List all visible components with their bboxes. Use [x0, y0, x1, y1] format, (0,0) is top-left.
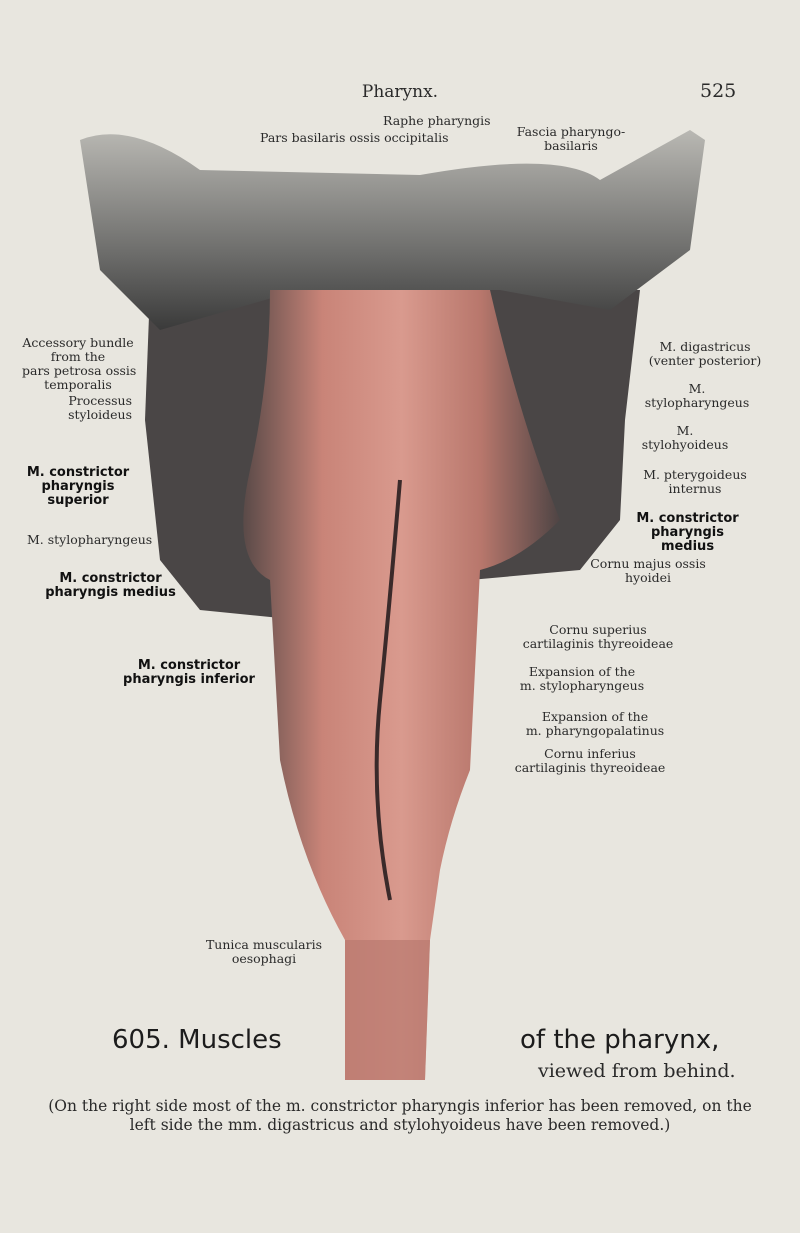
- label-line: pharyngis: [41, 479, 115, 494]
- label-line: stylopharyngeus: [644, 395, 750, 410]
- label-line: hyoidei: [624, 570, 672, 585]
- label-digastricus: M. digastricus (venter posterior): [645, 340, 765, 368]
- label-line: Processus: [68, 393, 132, 408]
- label-cornu-majus: Cornu majus ossis hyoidei: [583, 557, 713, 585]
- figure-caption-right: of the pharynx,: [520, 1025, 720, 1055]
- label-line: Accessory bundle: [22, 335, 134, 350]
- figure-caption-sub: viewed from behind.: [538, 1060, 736, 1082]
- label-line: M. constrictor: [636, 511, 739, 526]
- label-line: pharyngis inferior: [123, 672, 255, 687]
- label-line: internus: [668, 481, 722, 496]
- label-stylopharyngeus-left: M. stylopharyngeus: [27, 532, 153, 547]
- label-line: cartilaginis thyreoideae: [522, 636, 674, 651]
- label-line: Fascia pharyngo-: [516, 124, 626, 139]
- figure-note: (On the right side most of the m. constr…: [48, 1097, 752, 1134]
- label-expansion-stylopharyngeus: Expansion of the m. stylopharyngeus: [512, 665, 652, 693]
- raphe-line: [374, 479, 402, 901]
- label-constrictor-superior: M. constrictor pharyngis superior: [22, 466, 134, 508]
- label-stylohyoideus: M. stylohyoideus: [630, 424, 740, 452]
- running-title: Pharynx.: [361, 82, 439, 102]
- pharyngeal-muscles: [243, 290, 561, 1080]
- esophagus: [345, 940, 430, 1080]
- label-line: temporalis: [44, 377, 112, 392]
- label-line: M. pterygoideus: [643, 467, 747, 482]
- label-line: Tunica muscularis: [205, 937, 323, 952]
- label-accessory-bundle: Accessory bundle from the pars petrosa o…: [22, 335, 137, 392]
- page-number: 525: [700, 80, 737, 102]
- label-line: styloideus: [68, 407, 132, 422]
- label-line: Cornu inferius: [544, 746, 636, 761]
- label-line: basilaris: [544, 138, 598, 153]
- label-pars-basilaris: Pars basilaris ossis occipitalis: [260, 130, 449, 145]
- label-line: pharyngis medius: [45, 585, 176, 600]
- label-raphe: Raphe pharyngis: [383, 113, 491, 128]
- label-line: pharyngis: [651, 525, 724, 540]
- label-line: M.: [688, 381, 706, 396]
- label-fascia: Fascia pharyngo- basilaris: [515, 125, 627, 153]
- label-line: M. constrictor: [137, 658, 241, 673]
- label-line: cartilaginis thyreoideae: [514, 760, 666, 775]
- figure-caption-left: 605. Muscles: [112, 1025, 282, 1055]
- label-line: superior: [47, 493, 109, 508]
- label-line: Cornu majus ossis: [590, 556, 706, 571]
- label-constrictor-medius-right: M. constrictor pharyngis medius: [630, 512, 745, 554]
- label-line: M. constrictor: [26, 465, 130, 480]
- label-line: M. digastricus: [659, 339, 751, 354]
- label-line: Cornu superius: [549, 622, 647, 637]
- label-line: stylohyoideus: [641, 437, 729, 452]
- label-processus-styloideus: Processus styloideus: [40, 394, 132, 422]
- label-line: medius: [660, 539, 715, 554]
- label-cornu-superius: Cornu superius cartilaginis thyreoideae: [513, 623, 683, 651]
- label-line: (venter posterior): [648, 353, 762, 368]
- label-line: m. pharyngopalatinus: [525, 723, 665, 738]
- label-pterygoideus: M. pterygoideus internus: [640, 468, 750, 496]
- label-line: M.: [676, 423, 694, 438]
- label-line: oesophagi: [231, 951, 297, 966]
- label-line: m. stylopharyngeus: [519, 678, 645, 693]
- label-line: M. constrictor: [59, 571, 162, 586]
- label-line: Expansion of the: [528, 664, 636, 679]
- label-constrictor-inferior: M. constrictor pharyngis inferior: [115, 659, 263, 687]
- label-cornu-inferius: Cornu inferius cartilaginis thyreoideae: [505, 747, 675, 775]
- label-line: Expansion of the: [541, 709, 649, 724]
- label-stylopharyngeus-right: M. stylopharyngeus: [637, 382, 757, 410]
- label-line: pars petrosa ossis: [22, 363, 137, 378]
- label-line: from the: [50, 349, 106, 364]
- label-expansion-pharyngopalatinus: Expansion of the m. pharyngopalatinus: [520, 710, 670, 738]
- label-constrictor-medius-left: M. constrictor pharyngis medius: [38, 572, 183, 600]
- skull-base: [80, 130, 705, 330]
- label-tunica-muscularis: Tunica muscularis oesophagi: [200, 938, 328, 966]
